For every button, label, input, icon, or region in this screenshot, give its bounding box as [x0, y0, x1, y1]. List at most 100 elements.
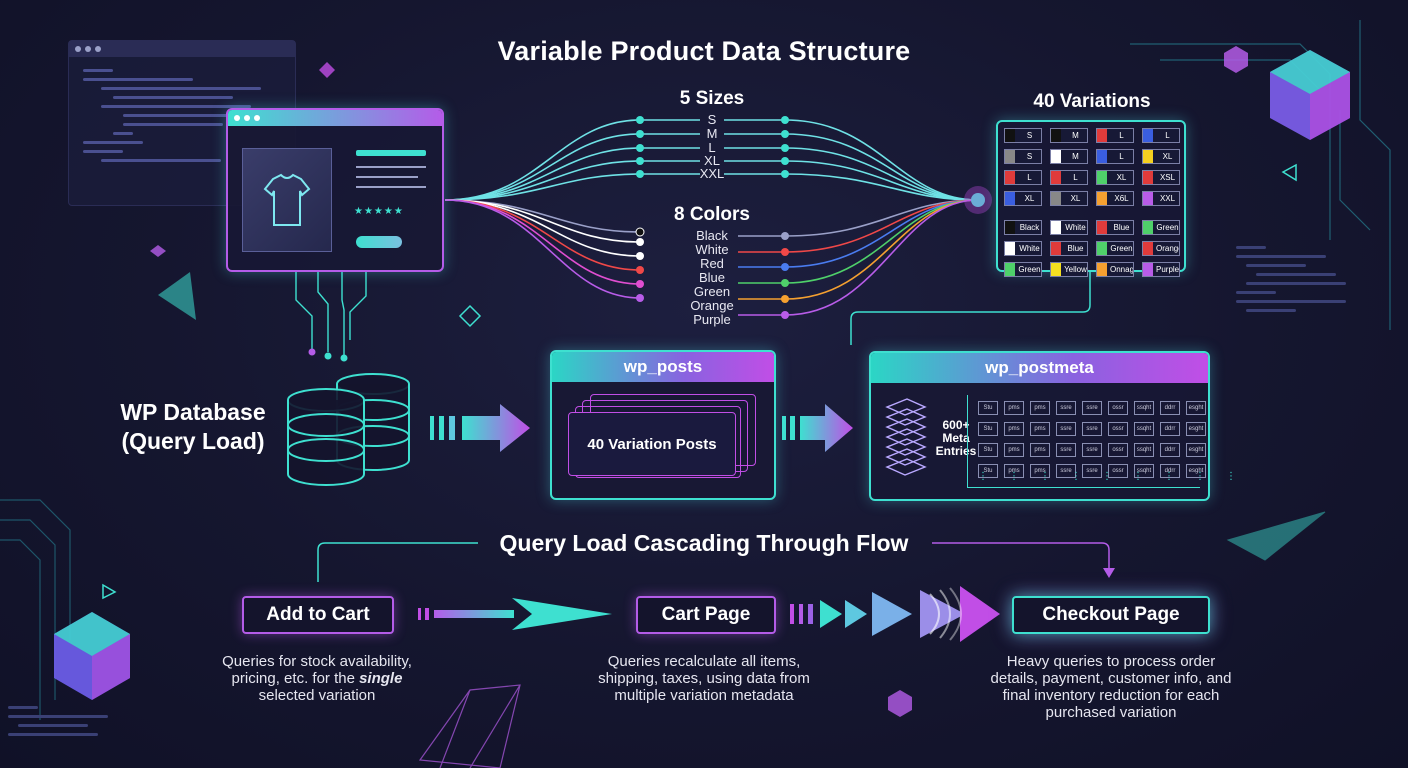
variation-cell: Green	[1004, 262, 1042, 277]
variation-cell: L	[1096, 128, 1134, 143]
variation-cell: Black	[1004, 220, 1042, 235]
variation-swatch	[1051, 129, 1061, 142]
size-label: XXL	[699, 166, 725, 181]
variation-label: XXL	[1159, 194, 1176, 203]
size-label: S	[707, 112, 717, 127]
add-to-cart-pill-button[interactable]	[356, 236, 402, 248]
database-label-line1: WP Database	[120, 399, 266, 425]
desc-line: pricing, etc. for the single	[192, 670, 442, 687]
variation-cell: L	[1142, 128, 1180, 143]
triangle-outline-right	[1281, 163, 1297, 182]
variation-swatch	[1143, 221, 1153, 234]
color-label: Green	[693, 284, 731, 299]
variation-label: Onnaga	[1110, 265, 1133, 274]
window-dot-icon	[254, 115, 260, 121]
meta-entry-cell: pms	[1004, 401, 1024, 415]
tshirt-icon	[263, 173, 311, 226]
variation-swatch	[1051, 192, 1061, 205]
meta-grid-ellipsis: ⋮⋮⋮⋮⋮⋮⋮⋮⋮	[978, 471, 1257, 482]
meta-entry-cell: esght	[1186, 401, 1206, 415]
variation-label: Blue	[1113, 223, 1130, 232]
variation-swatch	[1005, 192, 1015, 205]
size-label: XL	[704, 153, 720, 168]
code-lines-decor-bottom-left	[8, 700, 128, 742]
variation-label: XL	[1024, 194, 1035, 203]
variation-label: L	[1119, 152, 1124, 161]
variation-label: X6L	[1114, 194, 1129, 203]
variation-swatch	[1005, 129, 1015, 142]
variation-swatch	[1097, 221, 1107, 234]
variation-swatch	[1143, 263, 1153, 276]
desc-line: Heavy queries to process order	[1006, 653, 1216, 670]
desc-line-part: pricing, etc. for the	[231, 670, 360, 687]
flow-line-right	[932, 542, 1110, 570]
meta-entry-cell: ossr	[1108, 464, 1128, 478]
meta-entry-cell: ssre	[1082, 422, 1102, 436]
cart-page-description: Queries recalculate all items, shipping,…	[564, 653, 844, 704]
variation-cell: Onnaga	[1096, 262, 1134, 277]
database-label: WP Database (Query Load)	[108, 398, 278, 456]
meta-entry-cell: ssqht	[1134, 443, 1154, 457]
meta-entry-cell: ddrr	[1160, 443, 1180, 457]
variation-swatch	[1143, 171, 1153, 184]
size-dots	[636, 116, 789, 178]
meta-entry-cell: ossr	[1108, 443, 1128, 457]
variation-swatch	[1143, 129, 1153, 142]
cart-arrow-1	[418, 598, 612, 630]
variation-cell: L	[1004, 170, 1042, 185]
variation-swatch	[1005, 263, 1015, 276]
variation-label: S	[1026, 152, 1033, 161]
variation-swatch	[1005, 242, 1015, 255]
desc-line: shipping, taxes, using data from	[598, 670, 810, 687]
connector-dot	[340, 354, 348, 362]
variation-label: White	[1065, 223, 1086, 232]
variation-swatch	[1051, 150, 1061, 163]
add-to-cart-description: Queries for stock availability, pricing,…	[192, 653, 442, 704]
checkout-page-step[interactable]: Checkout Page	[1012, 596, 1210, 634]
meta-entry-cell: pms	[1030, 443, 1050, 457]
variation-swatch	[1051, 221, 1061, 234]
cart-page-step[interactable]: Cart Page	[636, 596, 776, 634]
product-text-lines	[356, 150, 426, 198]
meta-entry-cell: ssqht	[1134, 401, 1154, 415]
variation-label: M	[1072, 131, 1079, 140]
variation-label: Green	[1110, 244, 1133, 253]
variation-label: S	[1026, 131, 1033, 140]
desc-line: details, payment, customer info, and	[990, 670, 1232, 687]
variation-swatch	[1005, 221, 1015, 234]
variation-cell: White	[1004, 241, 1042, 256]
meta-entry-cell: esght	[1186, 464, 1206, 478]
meta-entry-cell: ssre	[1056, 401, 1076, 415]
window-dot-icon	[244, 115, 250, 121]
variation-swatch	[1097, 171, 1107, 184]
colors-heading: 8 Colors	[673, 204, 751, 225]
connector-dot	[308, 348, 316, 356]
meta-entry-cell: ssre	[1056, 464, 1076, 478]
color-label: White	[695, 242, 729, 257]
variation-cell: XL	[1004, 191, 1042, 206]
variation-cell: Purple	[1142, 262, 1180, 277]
meta-entry-cell: ssre	[1082, 443, 1102, 457]
variations-junction-glow	[964, 186, 992, 214]
add-to-cart-step[interactable]: Add to Cart	[242, 596, 394, 634]
variation-cell: White	[1050, 220, 1088, 235]
variation-cell: XL	[1096, 170, 1134, 185]
variation-swatch	[1005, 171, 1015, 184]
db-to-posts-arrow	[430, 404, 530, 452]
variation-swatch	[1051, 263, 1061, 276]
meta-entry-cell: ssre	[1082, 401, 1102, 415]
desc-line: multiple variation metadata	[614, 687, 794, 704]
variation-cell: XL	[1142, 149, 1180, 164]
variation-label: L	[1073, 173, 1078, 182]
variation-label: Green	[1156, 223, 1179, 232]
card-to-db-connectors	[295, 270, 367, 358]
desc-emphasis: single	[359, 670, 403, 687]
meta-entry-cell: pms	[1004, 422, 1024, 436]
variation-cell: Green	[1096, 241, 1134, 256]
page-title: Variable Product Data Structure	[497, 36, 911, 66]
connector-dot	[324, 352, 332, 360]
variation-swatch	[1051, 171, 1061, 184]
variations-junction-dot	[971, 193, 985, 207]
variation-swatch	[1097, 263, 1107, 276]
